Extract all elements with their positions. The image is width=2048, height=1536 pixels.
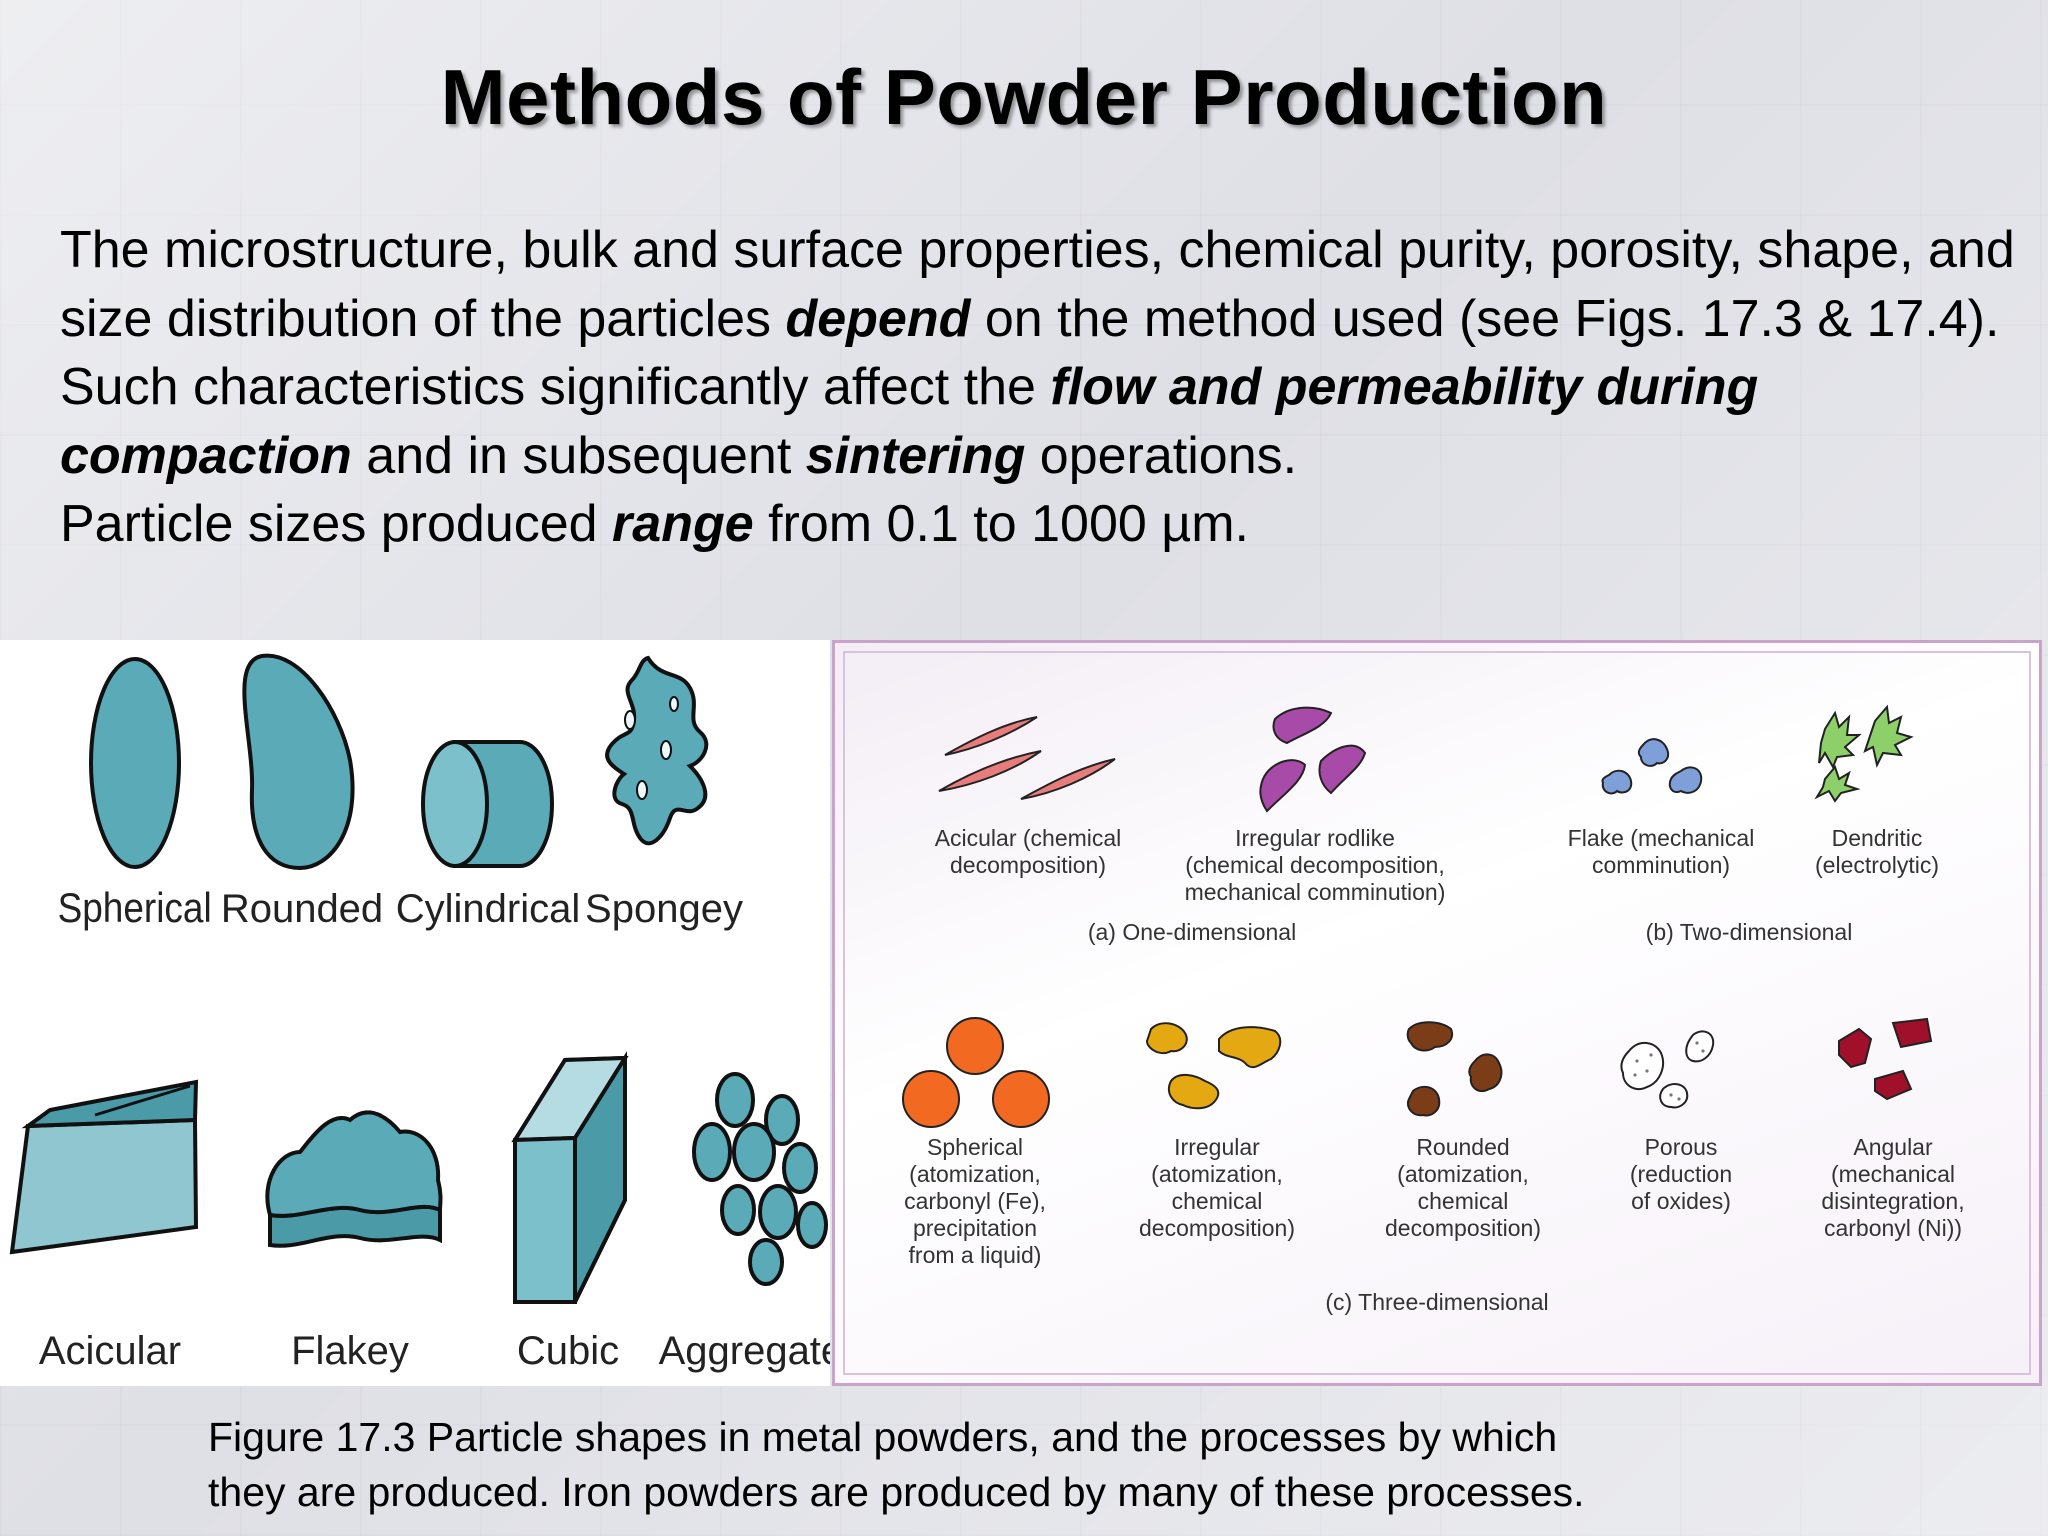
- dendritic-particles: [1814, 704, 1914, 803]
- particle-processes-figure: Acicular (chemical decomposition) Irregu…: [832, 640, 2042, 1386]
- emphasis-sintering: sintering: [805, 426, 1026, 485]
- rounded-particles: [1406, 1021, 1503, 1117]
- svg-text:decomposition): decomposition): [950, 852, 1106, 878]
- cylindrical-shape: [421, 740, 554, 868]
- one-d-labels: Acicular (chemical decomposition) Irregu…: [935, 825, 1446, 945]
- label-spherical: Spherical: [58, 885, 212, 932]
- svg-text:chemical: chemical: [1418, 1188, 1509, 1214]
- label-acicular: Acicular: [39, 1329, 181, 1373]
- acicular-particles: [938, 716, 1116, 800]
- cubic-shape: [511, 1051, 629, 1304]
- figure-caption: Figure 17.3 Particle shapes in metal pow…: [208, 1414, 1585, 1515]
- svg-text:of oxides): of oxides): [1631, 1188, 1731, 1214]
- spherical-particles: [902, 1017, 1050, 1128]
- porous-particles: [1620, 1030, 1715, 1109]
- particle-shapes-svg: Spherical Rounded Cylindrical Spongey Ac…: [9, 653, 865, 1373]
- slide-body: The microstructure, bulk and surface pro…: [60, 216, 2020, 559]
- label-three-dimensional: (c) Three-dimensional: [1325, 1289, 1548, 1315]
- body-paragraph-1: The microstructure, bulk and surface pro…: [60, 221, 2015, 348]
- label-cubic: Cubic: [517, 1329, 619, 1373]
- rounded-shape: [242, 653, 355, 871]
- label-rounded: Rounded: [221, 887, 383, 931]
- emphasis-range: range: [612, 495, 754, 553]
- svg-text:Dendritic: Dendritic: [1832, 825, 1923, 851]
- particle-shapes-figure: Spherical Rounded Cylindrical Spongey Ac…: [0, 640, 865, 1386]
- slide-title: Methods of Powder Production: [440, 53, 1608, 141]
- svg-text:carbonyl (Fe),: carbonyl (Fe),: [904, 1188, 1046, 1214]
- flakey-shape: [265, 1110, 443, 1248]
- svg-text:(atomization,: (atomization,: [909, 1161, 1041, 1187]
- emphasis-depend: depend: [785, 289, 971, 348]
- body-paragraph-2: Such characteristics significantly affec…: [60, 358, 1759, 485]
- body-paragraph-3: Particle sizes produced range from 0.1 t…: [60, 495, 1249, 553]
- svg-text:from a liquid): from a liquid): [909, 1242, 1042, 1268]
- svg-text:Rounded: Rounded: [1416, 1134, 1509, 1160]
- rodlike-particles: [1259, 706, 1367, 813]
- svg-text:(reduction: (reduction: [1630, 1161, 1732, 1187]
- three-d-labels: Spherical (atomization, carbonyl (Fe), p…: [904, 1134, 1965, 1315]
- svg-text:Flake (mechanical: Flake (mechanical: [1568, 825, 1755, 851]
- acicular-shape: [9, 1079, 199, 1255]
- svg-text:Angular: Angular: [1853, 1134, 1933, 1160]
- svg-text:(electrolytic): (electrolytic): [1815, 852, 1939, 878]
- label-flakey: Flakey: [291, 1329, 409, 1373]
- svg-text:disintegration,: disintegration,: [1821, 1188, 1964, 1214]
- svg-text:Irregular rodlike: Irregular rodlike: [1235, 825, 1395, 851]
- svg-text:Porous: Porous: [1645, 1134, 1718, 1160]
- svg-text:comminution): comminution): [1592, 852, 1730, 878]
- angular-particles: [1838, 1017, 1933, 1101]
- particle-processes-svg: Acicular (chemical decomposition) Irregu…: [902, 704, 1965, 1315]
- flake-particles: [1601, 738, 1703, 795]
- label-one-dimensional: (a) One-dimensional: [1088, 919, 1296, 945]
- svg-text:decomposition): decomposition): [1385, 1215, 1541, 1241]
- svg-text:(atomization,: (atomization,: [1151, 1161, 1283, 1187]
- svg-text:mechanical comminution): mechanical comminution): [1185, 879, 1446, 905]
- svg-text:(atomization,: (atomization,: [1397, 1161, 1529, 1187]
- label-aggregated: Aggregated: [659, 1329, 830, 1373]
- svg-text:Acicular (chemical: Acicular (chemical: [935, 825, 1122, 851]
- label-cylindrical: Cylindrical: [396, 887, 581, 931]
- spherical-shape: [89, 657, 181, 869]
- aggregated-shape: [692, 1072, 828, 1286]
- svg-text:(chemical decomposition,: (chemical decomposition,: [1185, 852, 1445, 878]
- svg-text:decomposition): decomposition): [1139, 1215, 1295, 1241]
- emphasis-flow: flow and permeability during compaction: [60, 358, 1759, 485]
- spongey-shape: [605, 655, 709, 846]
- svg-text:Spherical: Spherical: [927, 1134, 1023, 1160]
- svg-text:Irregular: Irregular: [1174, 1134, 1260, 1160]
- label-two-dimensional: (b) Two-dimensional: [1646, 919, 1853, 945]
- svg-text:carbonyl (Ni)): carbonyl (Ni)): [1824, 1215, 1962, 1241]
- irregular-particles: [1145, 1022, 1282, 1110]
- svg-text:precipitation: precipitation: [913, 1215, 1037, 1241]
- two-d-labels: Flake (mechanical comminution) Dendritic…: [1568, 825, 1939, 945]
- svg-text:(mechanical: (mechanical: [1831, 1161, 1955, 1187]
- svg-text:chemical: chemical: [1172, 1188, 1263, 1214]
- label-spongey: Spongey: [585, 887, 743, 931]
